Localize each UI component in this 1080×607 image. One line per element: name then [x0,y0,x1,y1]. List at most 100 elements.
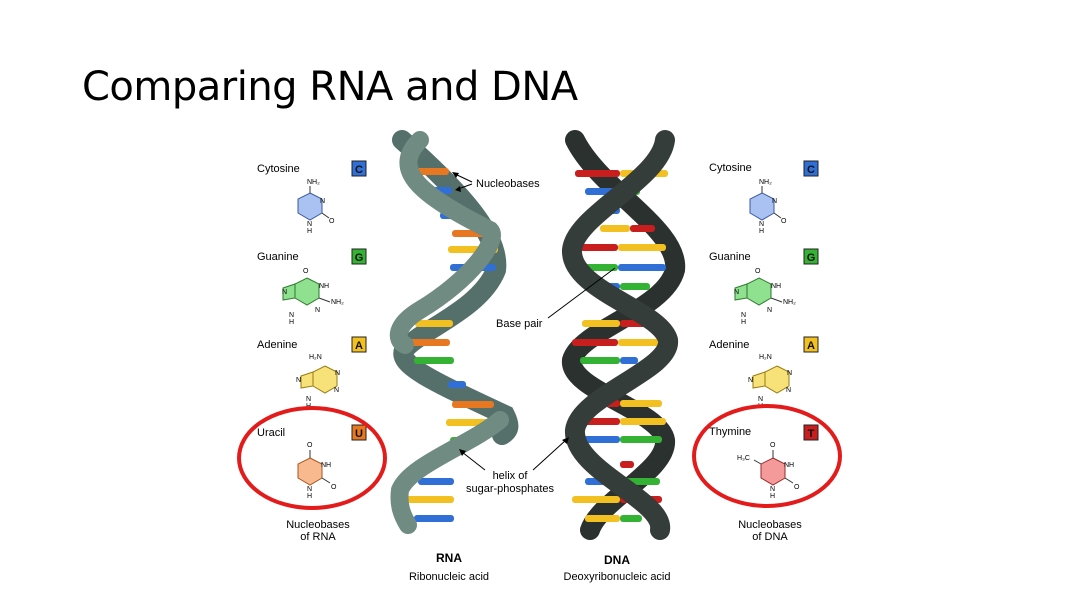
arrow-head-icon [452,172,459,178]
guanine-letter-box [351,248,367,265]
svg-text:O: O [329,218,335,225]
svg-text:N: N [767,307,772,314]
nucleobases-pointer-line [454,173,473,183]
dna-base-cytosine [618,264,666,271]
rna-backbone-front [389,131,501,354]
svg-text:N: N [306,396,311,403]
uracil-highlight-circle [237,406,387,510]
slide-title: Comparing RNA and DNA [82,64,578,110]
dna-label: DNA [604,553,630,567]
svg-text:N: N [758,396,763,403]
svg-text:NH₂: NH₂ [783,299,796,306]
base-name: Cytosine [257,163,300,175]
dna-base-thymine [580,244,618,251]
dna-base-thymine [575,170,620,177]
svg-text:A: A [807,340,815,352]
dna-base-guanine [620,515,642,522]
dna-sublabel: Deoxyribonucleic acid [564,571,671,583]
svg-text:N: N [320,198,325,205]
dna-cytosine-entry: Cytosine C NH₂ N N H O [709,160,819,235]
svg-text:O: O [781,218,787,225]
dna-base-guanine [580,357,620,364]
rna-base-guanine [414,357,454,364]
arrow-head-icon [455,186,461,192]
adenine-structure-icon: H₂N N N N N H [748,354,792,410]
dna-base-adenine [600,225,630,232]
svg-text:Adenine: Adenine [257,339,297,351]
dna-base-thymine [630,225,655,232]
dna-base-guanine [620,283,650,290]
guanine-structure-icon: O NH N N H N NH₂ [734,268,796,326]
rna-cytosine-entry: Cytosine C NH₂ N N H O [257,160,367,235]
base-letter: C [355,164,363,176]
svg-text:of RNA: of RNA [300,531,336,543]
dna-base-thymine [572,339,618,346]
svg-text:T: T [808,428,815,440]
svg-text:H: H [770,493,775,500]
diagram-annotations: Nucleobases Base pair helix of sugar-pho… [452,172,616,495]
rna-base-adenine [406,496,454,503]
svg-text:N: N [307,486,312,493]
dna-guanine-entry: Guanine G O NH N N H N NH₂ [709,248,819,326]
dna-nucleobases-panel: Cytosine C NH₂ N N H O Guanine G [692,160,842,543]
rna-guanine-entry: Guanine G O NH N N H N NH₂ [257,248,367,326]
svg-text:Adenine: Adenine [709,339,749,351]
svg-text:N: N [734,289,739,296]
dna-base-adenine [572,496,620,503]
helix-pointer-line [461,451,486,471]
svg-text:NH: NH [321,462,331,469]
rna-nucleobases-caption: Nucleobases [286,519,350,531]
rna-uracil-entry: Uracil U O NH N H O [257,424,367,500]
cytosine-structure-icon: NH₂ N N H O [749,179,787,235]
svg-text:O: O [794,484,800,491]
svg-text:N: N [296,377,301,384]
rna-base-cytosine [448,381,466,388]
svg-text:H: H [307,228,312,235]
dna-base-cytosine [578,436,620,443]
thymine-letter-box [803,424,819,441]
rna-base-cytosine [414,515,454,522]
adenine-letter-box [803,336,819,353]
rna-base-cytosine [418,478,454,485]
arrow-head-icon [562,437,569,444]
dna-adenine-entry: Adenine A H₂N N N N N H [709,336,819,410]
dna-base-guanine [620,436,662,443]
base-pair-pointer-line [547,267,616,319]
dna-base-adenine [618,339,664,346]
nucleobases-label: Nucleobases [476,178,540,190]
svg-text:H: H [289,319,294,326]
rna-nucleobases-panel: Cytosine C NH₂ N N H O Guanine G [237,160,387,543]
guanine-letter-box [803,248,819,265]
svg-text:N: N [282,289,287,296]
svg-text:H: H [307,493,312,500]
svg-text:O: O [755,268,761,275]
adenine-letter-box [351,336,367,353]
svg-text:Guanine: Guanine [709,251,751,263]
thymine-highlight-circle [692,404,842,508]
uracil-structure-icon: O NH N H O [297,442,337,500]
dna-base-adenine [620,418,666,425]
svg-text:G: G [807,252,816,264]
svg-text:U: U [355,428,363,440]
dna-base-adenine [582,320,620,327]
svg-text:H₃C: H₃C [737,455,750,462]
helix-label: sugar-phosphates [466,483,555,495]
svg-text:Cytosine: Cytosine [709,162,752,174]
rna-base-uracil [404,339,450,346]
svg-text:N: N [307,221,312,228]
rna-adenine-entry: Adenine A H₂N N N N N H [257,336,367,410]
rna-sublabel: Ribonucleic acid [409,571,489,583]
svg-text:O: O [307,442,313,449]
svg-text:N: N [315,307,320,314]
helix-captions: RNA Ribonucleic acid DNA Deoxyribonuclei… [409,551,671,583]
cytosine-letter-box [351,160,367,177]
svg-text:N: N [772,198,777,205]
svg-text:NH: NH [784,462,794,469]
base-pair-label: Base pair [496,318,543,330]
svg-text:NH₂: NH₂ [331,299,344,306]
dna-nucleobases-caption: Nucleobases [738,519,802,531]
dna-base-cytosine [620,357,638,364]
dna-backbone-front [562,130,678,540]
